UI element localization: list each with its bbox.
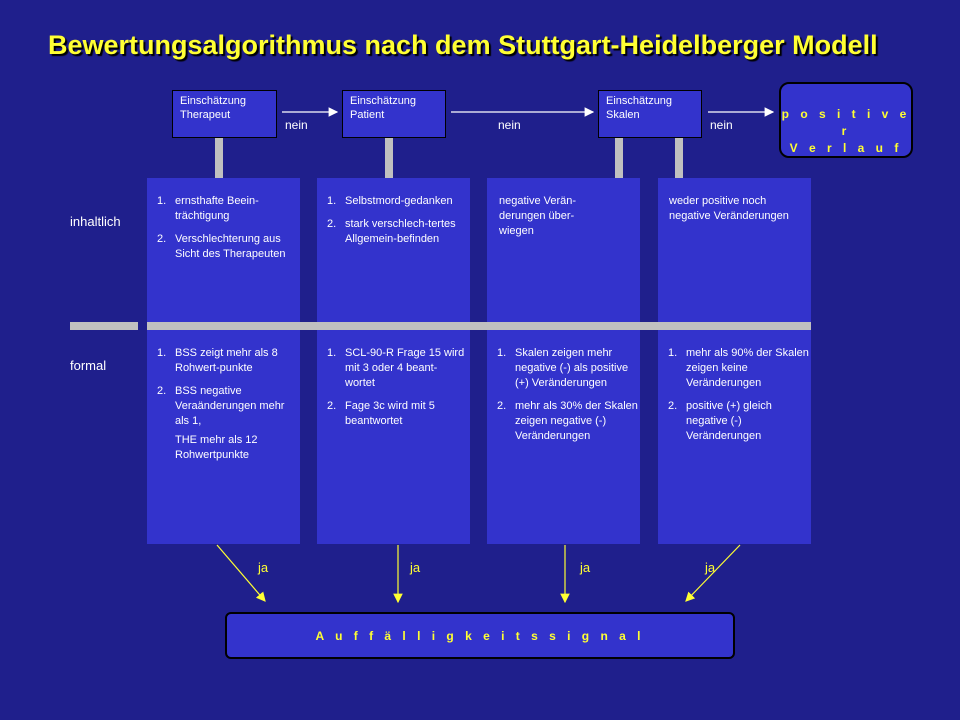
nein-label: nein	[710, 118, 733, 132]
item-text: mehr als 90% der Skalen zeigen keine Ver…	[686, 347, 809, 389]
item-number: 2.	[327, 218, 337, 230]
item-number: 2.	[157, 385, 167, 397]
nein-label: nein	[285, 118, 308, 132]
formal-text: 1. Skalen zeigen mehr negative (-) als po…	[497, 346, 639, 452]
connector-bar	[385, 138, 393, 178]
item-number: 1.	[157, 347, 167, 359]
positive-line-2: V e r l a u f	[789, 141, 903, 155]
step-line: Einschätzung	[180, 95, 247, 107]
list-item: 1. SCL-90-R Frage 15 wird mit 3 oder 4 be…	[327, 346, 465, 391]
arrow-ja	[685, 544, 741, 602]
step-line: Einschätzung	[606, 95, 673, 107]
content-text: negative Verän-derungen über-wiegen	[499, 195, 577, 237]
content-text: 1. Selbstmord-gedanken 2. stark verschlech…	[327, 194, 457, 255]
content-text: 1. ernsthafte Beein-trächtigung 2. Verschl…	[157, 194, 287, 270]
item-number: 2.	[327, 400, 337, 412]
item-text: stark verschlech-tertes Allgemein-befind…	[345, 218, 456, 245]
step-line: Einschätzung	[350, 95, 417, 107]
step-line: Skalen	[606, 109, 640, 121]
item-text: BSS negative Veraänderungen mehr als 1,	[175, 385, 285, 427]
content-text: weder positive noch negative Veränderung…	[669, 195, 789, 222]
signal-box: A u f f ä l l i g k e i t s s i g n a l	[225, 612, 735, 659]
list-item: 1. Skalen zeigen mehr negative (-) als po…	[497, 346, 639, 391]
item-number: 1.	[497, 347, 507, 359]
item-text-extra: THE mehr als 12 Rohwertpunkte	[175, 434, 258, 461]
ja-label: ja	[580, 560, 591, 575]
list-item: 2. positive (+) gleich negative (-) Verän…	[668, 399, 810, 444]
step-line: Therapeut	[180, 109, 231, 121]
arrow-ja	[216, 544, 266, 602]
list-item: 1. BSS zeigt mehr als 8 Rohwert-punkte	[157, 346, 293, 376]
item-number: 2.	[668, 400, 678, 412]
divider-line	[70, 322, 138, 330]
positive-line-1: p o s i t i v e r	[781, 107, 911, 138]
item-number: 2.	[157, 233, 167, 245]
list-item: 2. stark verschlech-tertes Allgemein-befi…	[327, 217, 457, 247]
column-therapist	[147, 178, 300, 544]
list-item: 1. ernsthafte Beein-trächtigung	[157, 194, 287, 224]
item-number: 1.	[327, 195, 337, 207]
item-text: ernsthafte Beein-trächtigung	[175, 195, 259, 222]
divider-line	[147, 322, 811, 330]
step-box-scales: Einschätzung Skalen	[598, 90, 702, 138]
list-item: 1. mehr als 90% der Skalen zeigen keine V…	[668, 346, 810, 391]
item-number: 2.	[497, 400, 507, 412]
item-text: positive (+) gleich negative (-) Verände…	[686, 400, 772, 442]
formal-text: 1. BSS zeigt mehr als 8 Rohwert-punkte 2.…	[157, 346, 293, 463]
nein-label: nein	[498, 118, 521, 132]
item-number: 1.	[327, 347, 337, 359]
ja-label: ja	[705, 560, 716, 575]
formal-text: 1. mehr als 90% der Skalen zeigen keine V…	[668, 346, 810, 452]
item-text: mehr als 30% der Skalen zeigen negative …	[515, 400, 638, 442]
item-text: Verschlechterung aus Sicht des Therapeut…	[175, 233, 286, 260]
list-item: 2. BSS negative Veraänderungen mehr als 1…	[157, 384, 293, 429]
slide-title: Bewertungsalgorithmus nach dem Stuttgart…	[48, 30, 878, 60]
item-text: Skalen zeigen mehr negative (-) als posi…	[515, 347, 629, 389]
column-no-change	[658, 178, 811, 544]
column-patient	[317, 178, 470, 544]
ja-label: ja	[410, 560, 421, 575]
list-item: 2. mehr als 30% der Skalen zeigen negativ…	[497, 399, 639, 444]
item-text: SCL-90-R Frage 15 wird mit 3 oder 4 bean…	[345, 347, 465, 389]
column-scales	[487, 178, 640, 544]
step-box-therapist: Einschätzung Therapeut	[172, 90, 277, 138]
ja-label: ja	[258, 560, 269, 575]
item-text: Selbstmord-gedanken	[345, 195, 453, 207]
list-item: 1. Selbstmord-gedanken	[327, 194, 457, 209]
item-text: BSS zeigt mehr als 8 Rohwert-punkte	[175, 347, 278, 374]
row-label-formal: formal	[70, 358, 107, 373]
item-number: 1.	[157, 195, 167, 207]
connector-bar	[615, 138, 623, 178]
item-number: 1.	[668, 347, 678, 359]
step-box-patient: Einschätzung Patient	[342, 90, 446, 138]
connector-bar	[675, 138, 683, 178]
connector-bar	[215, 138, 223, 178]
step-line: Patient	[350, 109, 385, 121]
list-item: 2. Verschlechterung aus Sicht des Therape…	[157, 232, 287, 262]
formal-text: 1. SCL-90-R Frage 15 wird mit 3 oder 4 be…	[327, 346, 465, 437]
row-label-content: inhaltlich	[70, 214, 121, 229]
item-text: Fage 3c wird mit 5 beantwortet	[345, 400, 435, 427]
positive-outcome-box: p o s i t i v e r V e r l a u f	[779, 82, 913, 158]
list-item: 2. Fage 3c wird mit 5 beantwortet	[327, 399, 465, 429]
